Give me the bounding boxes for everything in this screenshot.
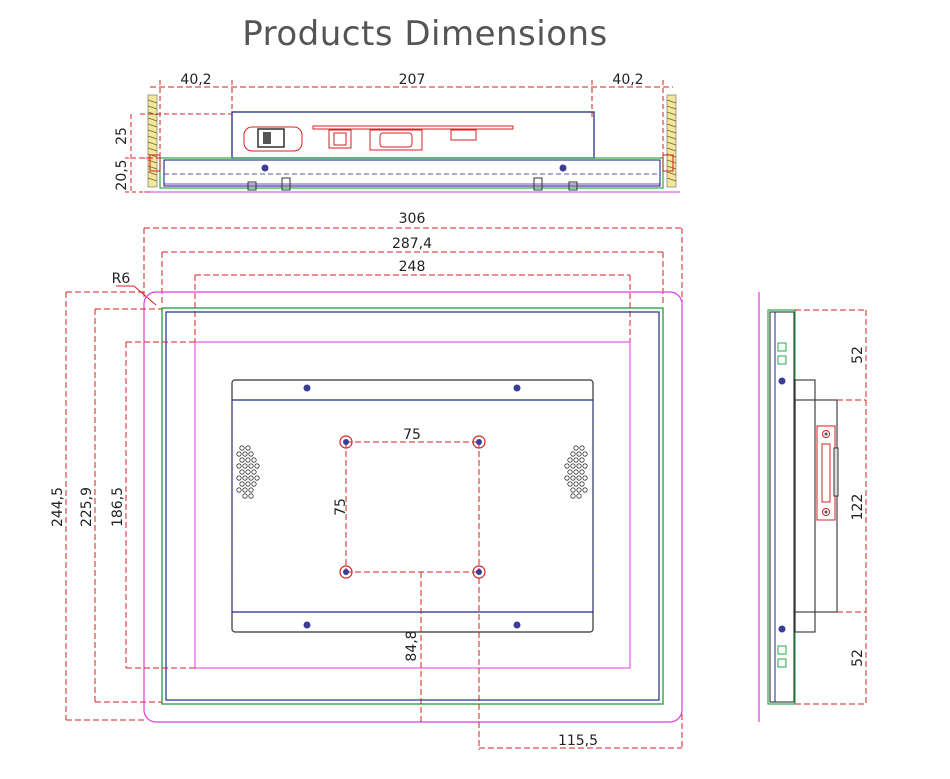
vga-port xyxy=(369,129,423,151)
right-speaker-grille xyxy=(564,445,588,499)
dim-vesa-vertical: 75 xyxy=(333,498,349,516)
dim-screen-width: 248 xyxy=(399,259,426,275)
dc-jack xyxy=(328,129,352,149)
left-speaker-grille xyxy=(236,445,260,499)
dim-screen-height: 186,5 xyxy=(110,487,126,527)
side-view: 52 122 52 xyxy=(758,292,867,722)
front-view: 306 287,4 248 R6 244,5 225,9 186,5 xyxy=(50,211,683,750)
usb-port xyxy=(450,129,477,141)
frame-outline xyxy=(161,307,664,705)
dim-top-right: 40,2 xyxy=(612,72,643,88)
dim-overall-width: 306 xyxy=(399,211,426,227)
dim-top-left: 40,2 xyxy=(180,72,211,88)
power-switch xyxy=(243,126,303,152)
dim-top-center: 207 xyxy=(399,72,426,88)
page-title: Products Dimensions xyxy=(242,14,608,54)
dim-side-middle: 122 xyxy=(850,494,866,521)
side-port xyxy=(816,425,839,521)
dim-vesa-from-right: 115,5 xyxy=(558,733,598,749)
dim-side-bottom: 52 xyxy=(850,649,866,667)
display-area xyxy=(194,341,631,669)
dim-top-height-lower: 20,5 xyxy=(114,159,130,190)
vesa-mount-pattern xyxy=(339,435,486,579)
dim-vesa-from-bottom: 84,8 xyxy=(404,630,420,661)
dim-vesa-horizontal: 75 xyxy=(403,427,421,443)
bezel-outline xyxy=(143,291,683,723)
dim-frame-height: 225,9 xyxy=(79,487,95,527)
top-view: 40,2 207 40,2 25 20,5 xyxy=(114,72,680,193)
dim-top-height-upper: 25 xyxy=(114,127,130,145)
dim-side-top: 52 xyxy=(850,346,866,364)
back-housing xyxy=(231,379,594,633)
right-stud xyxy=(666,94,677,188)
dim-frame-width: 287,4 xyxy=(392,236,432,252)
dim-corner-radius: R6 xyxy=(112,271,131,287)
dim-overall-height: 244,5 xyxy=(50,487,66,527)
left-stud xyxy=(147,94,158,188)
